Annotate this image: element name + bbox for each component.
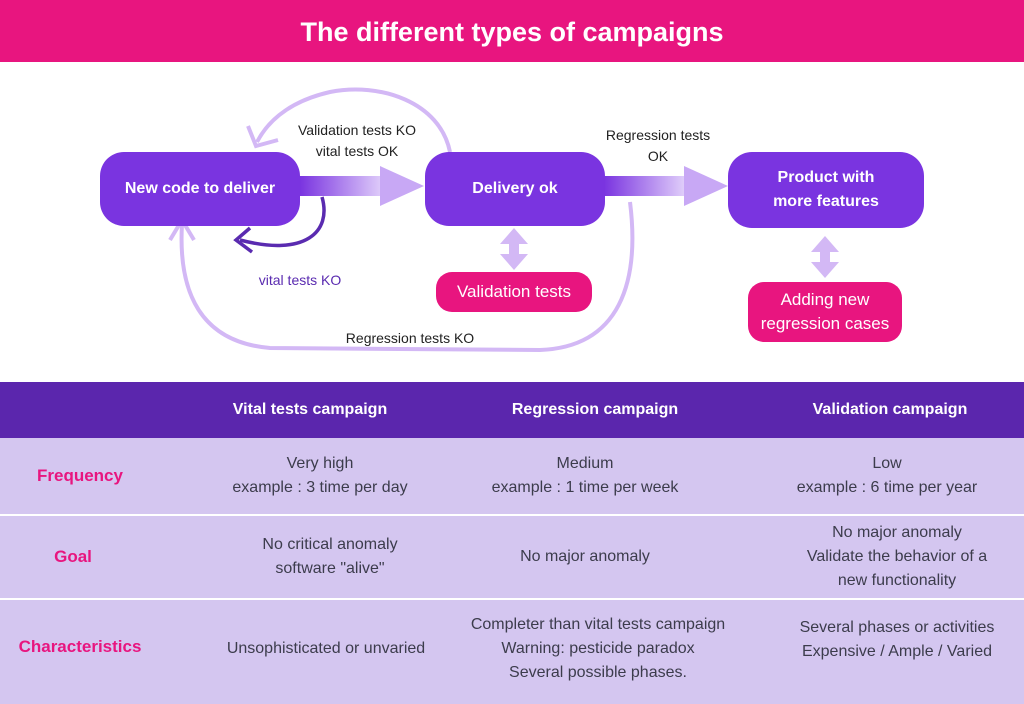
row-label-frequency: Frequency [37, 466, 123, 485]
table-cell: Low example : 6 time per year [796, 455, 978, 496]
pill-adding-regression-cases: Adding new regression cases [748, 282, 902, 342]
double-arrow-validation [500, 228, 528, 270]
label-regression-ok: Regression tests OK [605, 127, 711, 164]
label-regression-ko: Regression tests KO [345, 330, 475, 346]
table-row-characteristics: Characteristics Unsophisticated or unvar… [0, 600, 1024, 704]
table-row-frequency: Frequency Very high example : 3 time per… [0, 438, 1024, 514]
arrow-validation-ko [246, 87, 452, 153]
table-cell: Several phases or activities Expensive /… [799, 619, 995, 660]
campaign-table: Vital tests campaign Regression campaign… [0, 382, 1024, 704]
column-header-vital: Vital tests campaign [232, 401, 388, 418]
table-cell: Completer than vital tests campaign Warn… [470, 616, 726, 681]
table-cell: No major anomaly Validate the behavior o… [806, 524, 988, 589]
node-product: Product with more features [728, 152, 924, 228]
column-header-validation: Validation campaign [812, 401, 968, 418]
arrow-to-delivery [300, 166, 424, 206]
table-cell: Unsophisticated or unvaried [226, 640, 426, 657]
table-cell: No critical anomaly software "alive" [262, 536, 398, 577]
table-header: Vital tests campaign Regression campaign… [0, 382, 1024, 438]
table-cell: Very high example : 3 time per day [232, 455, 408, 496]
row-label-characteristics: Characteristics [18, 637, 142, 656]
page-title: The different types of campaigns [300, 17, 724, 47]
double-arrow-regression-cases [811, 236, 839, 278]
node-new-code: New code to deliver [100, 152, 300, 226]
pill-validation-tests: Validation tests [436, 272, 592, 312]
label-validation-ko: Validation tests KO vital tests OK [297, 122, 417, 159]
label-vital-ko: vital tests KO [258, 272, 342, 288]
table-cell: No major anomaly [520, 548, 650, 565]
column-header-regression: Regression campaign [511, 401, 679, 418]
row-label-goal: Goal [54, 547, 92, 566]
title-banner [0, 0, 1024, 62]
arrow-vital-ko [233, 196, 326, 254]
table-row-goal: Goal No critical anomaly software "alive… [0, 516, 1024, 598]
node-delivery-ok: Delivery ok [425, 152, 605, 226]
table-cell: Medium example : 1 time per week [491, 455, 679, 496]
arrow-to-product [604, 166, 728, 206]
